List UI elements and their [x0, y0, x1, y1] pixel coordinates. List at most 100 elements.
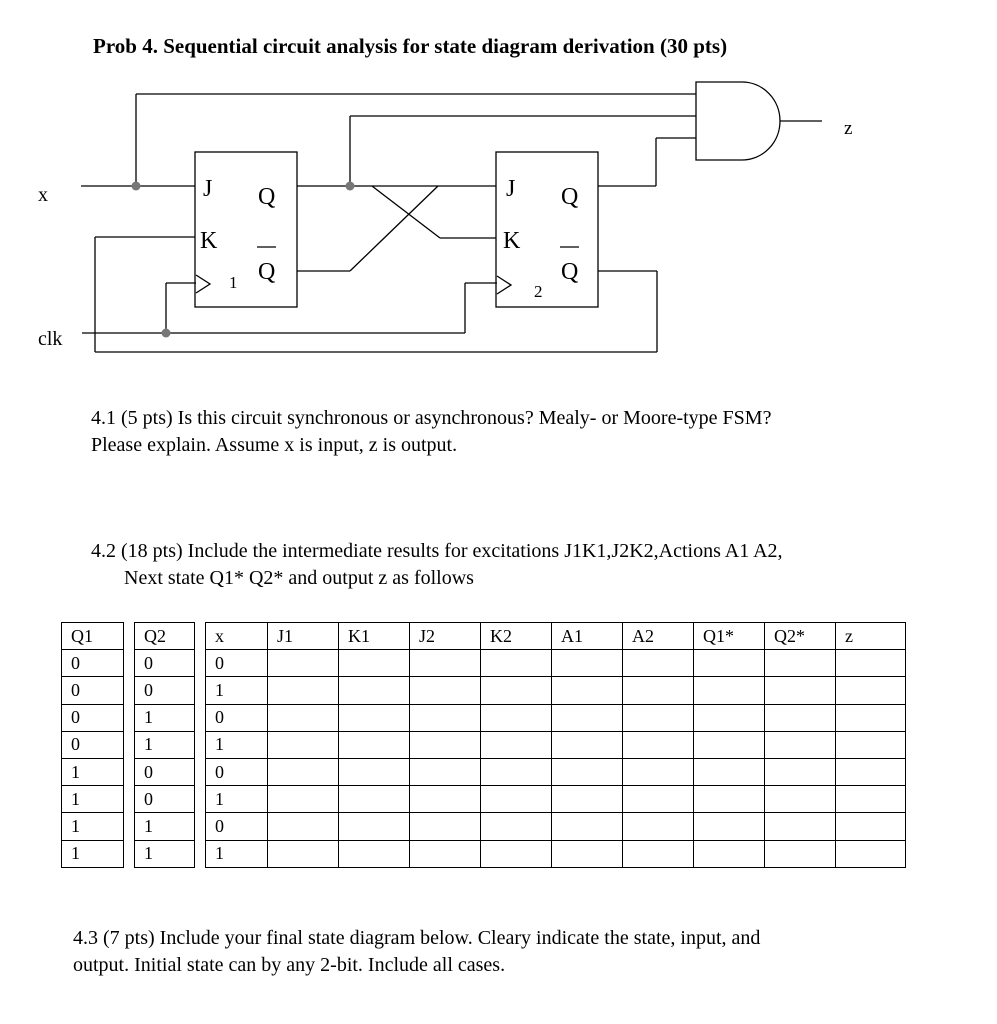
question-4-1-line1: 4.1 (5 pts) Is this circuit synchronous …: [91, 407, 772, 429]
problem-title: Prob 4. Sequential circuit analysis for …: [93, 34, 728, 58]
table-empty-cell: [338, 703, 410, 732]
table-cell: 0: [205, 703, 268, 732]
table-cell: 1: [134, 812, 195, 841]
clk-label: clk: [38, 328, 62, 350]
table-empty-cell: [409, 703, 481, 732]
question-4-2-line1: 4.2 (18 pts) Include the intermediate re…: [91, 540, 783, 562]
table-column-gap: [194, 812, 206, 840]
table-empty-cell: [480, 730, 552, 759]
table-empty-cell: [622, 812, 694, 841]
table-empty-cell: [480, 812, 552, 841]
table-cell: 1: [134, 839, 195, 868]
table-cell: 0: [61, 703, 124, 732]
table-empty-cell: [267, 785, 339, 814]
table-empty-cell: [622, 730, 694, 759]
table-cell: 0: [134, 785, 195, 814]
table-empty-cell: [551, 785, 623, 814]
question-4-3-line1: 4.3 (7 pts) Include your final state dia…: [73, 927, 761, 949]
table-header-cell: x: [205, 621, 268, 651]
table-column-gap: [194, 622, 206, 650]
input-x-label: x: [38, 184, 48, 206]
table-empty-cell: [551, 703, 623, 732]
table-column-gap: [123, 812, 135, 840]
table-header-cell: A2: [622, 621, 694, 651]
table-empty-cell: [764, 812, 836, 841]
table-empty-cell: [764, 730, 836, 759]
question-4-1: 4.1 (5 pts) Is this circuit synchronous …: [91, 405, 771, 459]
table-empty-cell: [338, 649, 410, 678]
table-header-cell: K1: [338, 621, 410, 651]
table-empty-cell: [835, 812, 906, 841]
table-empty-cell: [338, 676, 410, 705]
table-empty-cell: [267, 676, 339, 705]
table-cell: 1: [61, 839, 124, 868]
table-cell: 1: [205, 785, 268, 814]
table-empty-cell: [409, 676, 481, 705]
table-column-gap: [123, 840, 135, 868]
table-header-cell: J1: [267, 621, 339, 651]
table-cell: 1: [205, 839, 268, 868]
table-empty-cell: [338, 730, 410, 759]
table-empty-cell: [480, 839, 552, 868]
table-empty-cell: [764, 839, 836, 868]
question-4-1-line2: Please explain. Assume x is input, z is …: [91, 434, 458, 456]
table-header-cell: A1: [551, 621, 623, 651]
table-empty-cell: [409, 757, 481, 787]
table-empty-cell: [693, 730, 765, 759]
table-cell: 0: [61, 730, 124, 759]
ff2-j-label: J: [506, 176, 515, 202]
table-empty-cell: [622, 676, 694, 705]
table-header-cell: J2: [409, 621, 481, 651]
table-empty-cell: [338, 812, 410, 841]
table-empty-cell: [835, 676, 906, 705]
table-empty-cell: [835, 757, 906, 787]
table-header-cell: z: [835, 621, 906, 651]
table-cell: 1: [61, 812, 124, 841]
table-cell: 0: [134, 676, 195, 705]
table-empty-cell: [267, 812, 339, 841]
table-empty-cell: [338, 785, 410, 814]
table-empty-cell: [764, 703, 836, 732]
table-column-gap: [194, 704, 206, 732]
table-empty-cell: [551, 812, 623, 841]
question-4-3: 4.3 (7 pts) Include your final state dia…: [73, 925, 760, 979]
table-empty-cell: [409, 839, 481, 868]
table-empty-cell: [480, 785, 552, 814]
ff1-number: 1: [229, 273, 238, 292]
table-empty-cell: [764, 649, 836, 678]
table-empty-cell: [835, 703, 906, 732]
table-empty-cell: [622, 785, 694, 814]
table-column-gap: [123, 731, 135, 759]
table-cell: 0: [205, 757, 268, 787]
table-empty-cell: [693, 757, 765, 787]
and-gate: [695, 81, 781, 161]
question-4-3-line2: output. Initial state can by any 2-bit. …: [73, 954, 506, 976]
table-empty-cell: [551, 839, 623, 868]
table-empty-cell: [409, 812, 481, 841]
table-empty-cell: [480, 676, 552, 705]
table-header-cell: Q1*: [693, 621, 765, 651]
ff2-number: 2: [534, 282, 543, 301]
flip-flop-1: [194, 151, 298, 308]
question-4-2: 4.2 (18 pts) Include the intermediate re…: [91, 538, 783, 592]
flip-flop-2: [495, 151, 599, 308]
table-column-gap: [123, 758, 135, 786]
table-empty-cell: [764, 785, 836, 814]
table-empty-cell: [622, 649, 694, 678]
table-empty-cell: [480, 703, 552, 732]
table-column-gap: [123, 704, 135, 732]
table-empty-cell: [551, 730, 623, 759]
table-empty-cell: [267, 757, 339, 787]
table-empty-cell: [693, 649, 765, 678]
ff2-k-label: K: [503, 228, 521, 254]
table-empty-cell: [409, 649, 481, 678]
table-empty-cell: [480, 649, 552, 678]
table-empty-cell: [551, 649, 623, 678]
